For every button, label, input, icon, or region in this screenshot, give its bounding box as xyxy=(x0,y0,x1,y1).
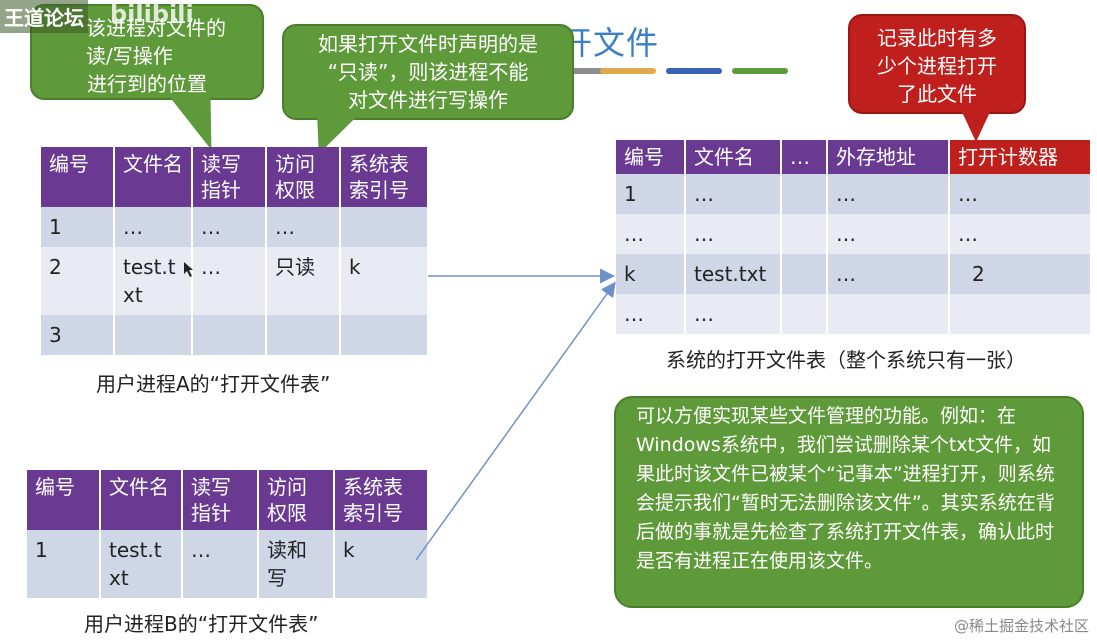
cell: … xyxy=(192,247,267,315)
counter-note-bubble: 记录此时有多 少个进程打开 了此文件 xyxy=(848,14,1026,114)
cell: test.txt xyxy=(114,247,193,315)
cell: … xyxy=(182,530,259,598)
readonly-note-line-1: 如果打开文件时声明的是 xyxy=(318,32,538,56)
pointer-note-line-2: 进行到的位置 xyxy=(87,72,207,96)
cell: 2 xyxy=(949,254,1090,294)
cell: … xyxy=(949,174,1090,214)
cell: 只读 xyxy=(266,247,341,315)
process-a-caption: 用户进程A的“打开文件表” xyxy=(96,372,331,396)
cell: 1 xyxy=(616,174,686,214)
counter-note-tail xyxy=(962,112,990,142)
page-title: 开文件 xyxy=(560,24,660,62)
col-header: 编号 xyxy=(41,147,115,207)
col-header: 文件名 xyxy=(100,470,183,530)
col-header: 系统表索引号 xyxy=(340,147,427,207)
cell: … xyxy=(685,174,782,214)
bilibili-logo: bilibili xyxy=(110,0,194,28)
table-row: k test.txt … 2 xyxy=(616,254,1090,294)
cell: … xyxy=(266,207,341,247)
process-b-open-file-table: 编号 文件名 读写指针 访问权限 系统表索引号 1 test.txt … 读和写… xyxy=(27,470,427,598)
cell xyxy=(340,207,427,247)
cell: test.txt xyxy=(100,530,183,598)
readonly-note-line-3: 对文件进行写操作 xyxy=(348,88,508,112)
cell xyxy=(266,315,341,355)
cell: 读和写 xyxy=(258,530,335,598)
cell: 1 xyxy=(41,207,115,247)
counter-note-line-3: 了此文件 xyxy=(897,82,977,106)
pointer-note-tail xyxy=(170,98,230,150)
table-row: 2 test.txt … 只读 k xyxy=(41,247,427,315)
cell xyxy=(192,315,267,355)
pointer-note-line-1: 该进程对文件的读/写操作 xyxy=(86,16,226,68)
decor-bar-2 xyxy=(600,68,656,74)
cell: … xyxy=(685,294,782,334)
table-row: … … xyxy=(616,294,1090,334)
cell: k xyxy=(340,247,427,315)
cell xyxy=(781,174,828,214)
cell: … xyxy=(949,214,1090,254)
decor-bar-1 xyxy=(568,68,624,74)
cell: 3 xyxy=(41,315,115,355)
cell xyxy=(340,315,427,355)
cell: … xyxy=(616,214,686,254)
cell: … xyxy=(114,207,193,247)
counter-note-line-2: 少个进程打开 xyxy=(877,54,997,78)
col-header: 编号 xyxy=(616,140,686,174)
col-header: 系统表索引号 xyxy=(334,470,427,530)
credit-text: @稀土掘金技术社区 xyxy=(953,617,1089,635)
cell: test.txt xyxy=(685,254,782,294)
cell: 1 xyxy=(27,530,101,598)
col-header-counter: 打开计数器 xyxy=(949,140,1090,174)
cell: k xyxy=(616,254,686,294)
cell xyxy=(827,294,950,334)
cell xyxy=(781,254,828,294)
table-row: 3 xyxy=(41,315,427,355)
arrow-b-to-system xyxy=(415,281,616,561)
table-row: 1 test.txt … 读和写 k xyxy=(27,530,427,598)
watermark-text: 王道论坛 xyxy=(0,0,88,33)
cell: … xyxy=(192,207,267,247)
table-row: 1 … … … xyxy=(616,174,1090,214)
pointer-note-bubble: 该进程对文件的读/写操作 进行到的位置 xyxy=(30,4,264,100)
col-header: 外存地址 xyxy=(827,140,950,174)
cell xyxy=(781,214,828,254)
counter-note-line-1: 记录此时有多 xyxy=(877,26,997,50)
process-b-caption: 用户进程B的“打开文件表” xyxy=(84,612,319,636)
readonly-note-bubble: 如果打开文件时声明的是 “只读”，则该进程不能 对文件进行写操作 xyxy=(282,24,574,120)
cell: k xyxy=(334,530,427,598)
col-header: … xyxy=(781,140,828,174)
cell: … xyxy=(827,174,950,214)
process-a-open-file-table: 编号 文件名 读写指针 访问权限 系统表索引号 1 … … … 2 test.t… xyxy=(41,147,427,355)
table-row: … … … … xyxy=(616,214,1090,254)
cell xyxy=(114,315,193,355)
col-header: 访问权限 xyxy=(266,147,341,207)
cell: … xyxy=(685,214,782,254)
col-header: 编号 xyxy=(27,470,101,530)
col-header: 文件名 xyxy=(685,140,782,174)
system-open-file-table: 编号 文件名 … 外存地址 打开计数器 1 … … … … … … … k te… xyxy=(616,140,1090,334)
cell: 2 xyxy=(41,247,115,315)
cell: … xyxy=(616,294,686,334)
decor-bar-3 xyxy=(666,68,722,74)
decor-bar-4 xyxy=(732,68,788,74)
col-header: 读写指针 xyxy=(182,470,259,530)
col-header: 文件名 xyxy=(114,147,193,207)
readonly-note-line-2: “只读”，则该进程不能 xyxy=(327,60,529,84)
cell: … xyxy=(827,254,950,294)
system-table-caption: 系统的打开文件表（整个系统只有一张） xyxy=(666,348,1026,372)
cell: … xyxy=(827,214,950,254)
col-header: 读写指针 xyxy=(192,147,267,207)
cell xyxy=(781,294,828,334)
col-header: 访问权限 xyxy=(258,470,335,530)
table-row: 1 … … … xyxy=(41,207,427,247)
cell xyxy=(949,294,1090,334)
explanation-note: 可以方便实现某些文件管理的功能。例如：在Windows系统中，我们尝试删除某个t… xyxy=(614,396,1084,608)
